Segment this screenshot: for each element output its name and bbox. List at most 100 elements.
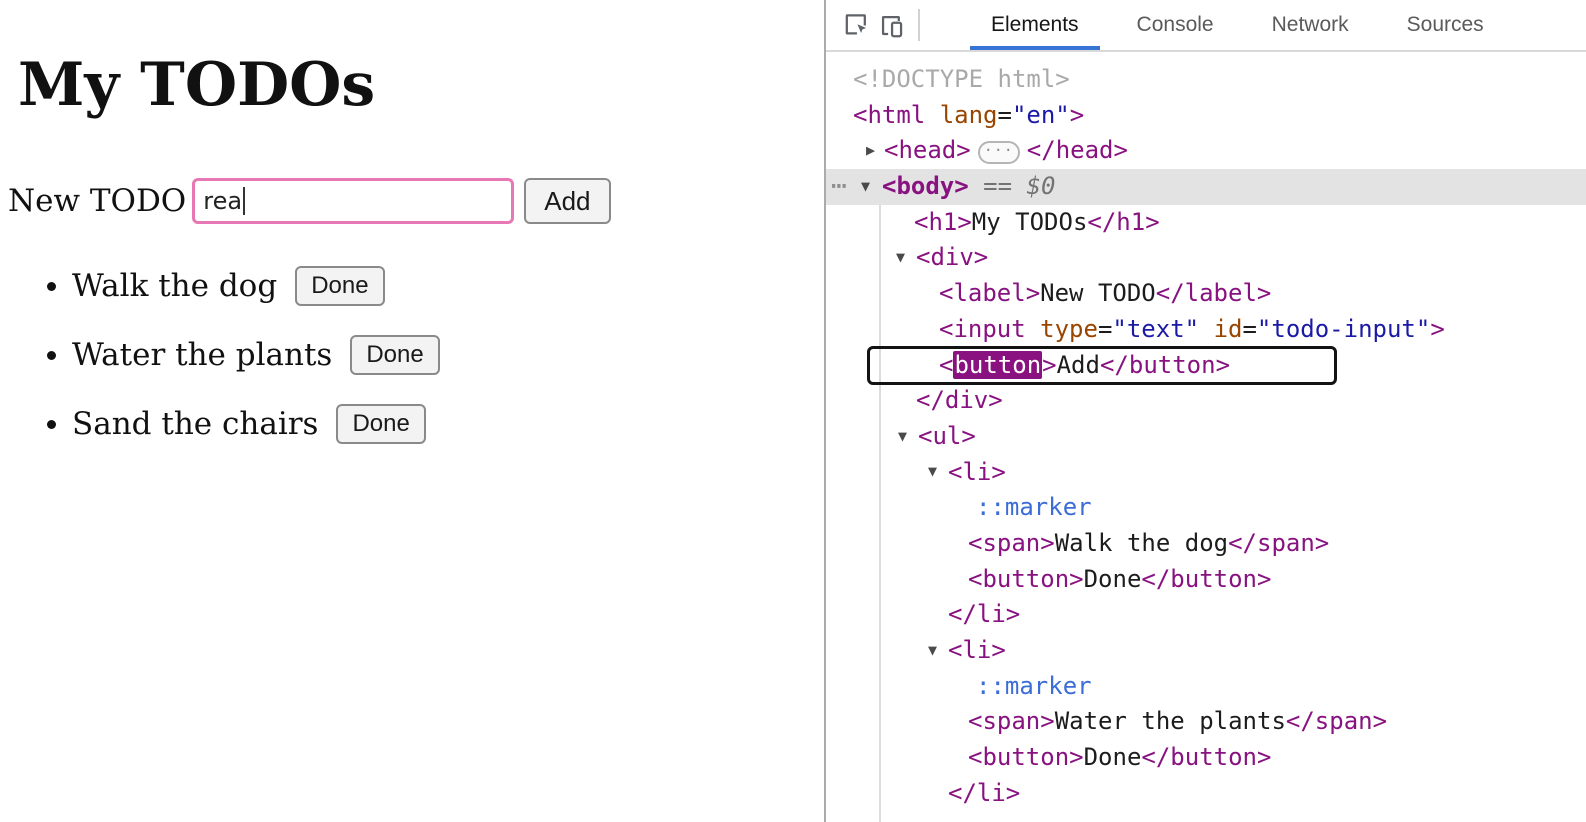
new-todo-label: New TODO — [8, 183, 187, 219]
collapsed-content-ellipsis-icon[interactable]: ··· — [977, 141, 1020, 165]
code-segment: </span> — [1285, 707, 1388, 736]
active-tab-underline — [970, 46, 1100, 50]
code-segment: </label> — [1155, 279, 1272, 308]
code-segment: <span> — [968, 707, 1055, 736]
code-segment: <li> — [948, 457, 1006, 486]
devtools-toolbar: Elements Console Network Sources — [826, 0, 1586, 52]
dom-tree-line-marker-2[interactable]: ::marker — [826, 669, 1586, 705]
code-segment: > — [1042, 350, 1057, 379]
code-segment: Done — [1083, 564, 1142, 593]
code-segment: <html — [853, 100, 940, 129]
code-segment: = — [997, 100, 1012, 129]
code-segment: </h1> — [1087, 207, 1160, 236]
dom-tree-line-button-add-node[interactable]: <button>Add</button> — [826, 345, 1586, 385]
code-segment: </button> — [1141, 743, 1272, 772]
dom-tree-line-h1-node[interactable]: <h1>My TODOs</h1> — [826, 205, 1586, 241]
dom-tree-line-head-collapsed[interactable]: ▶ <head>···</head> — [826, 133, 1586, 169]
code-segment: <li> — [948, 636, 1006, 664]
code-segment: <body> — [882, 172, 969, 201]
code-segment: </li> — [948, 778, 1021, 807]
dom-tree-line-ul-open[interactable]: ▼ <ul> — [826, 419, 1586, 455]
code-segment: <div> — [916, 243, 989, 272]
inspect-element-icon[interactable] — [840, 8, 874, 42]
tree-indent-guide — [879, 200, 881, 822]
code-segment: "todo-input" — [1256, 314, 1431, 343]
code-segment — [1199, 315, 1213, 343]
expand-arrow-down-icon[interactable]: ▼ — [928, 640, 938, 659]
dom-tree-line-marker-1[interactable]: ::marker — [826, 490, 1586, 526]
dom-tree-line-li-open-1[interactable]: ▼ <li> — [826, 455, 1586, 491]
code-segment: Walk the dog — [1054, 528, 1229, 557]
code-segment: "en" — [1011, 100, 1070, 129]
code-segment: </button> — [1141, 564, 1272, 593]
code-segment: id — [1213, 314, 1243, 343]
code-segment: = — [1242, 314, 1257, 343]
done-button[interactable]: Done — [336, 404, 426, 444]
dom-tree-line-li-close-1[interactable]: </li> — [826, 597, 1586, 633]
code-segment: <button> — [968, 564, 1084, 593]
done-button[interactable]: Done — [350, 335, 440, 375]
devtools-panel: Elements Console Network Sources <!DOCTYPE … — [824, 0, 1586, 822]
dom-tree-line-body-open[interactable]: ⋯▼<body> == $0 — [826, 169, 1586, 205]
code-segment: Water the plants — [1054, 707, 1286, 736]
code-segment: <ul> — [918, 421, 976, 450]
expand-arrow-down-icon[interactable]: ▼ — [898, 426, 908, 445]
expand-arrow-down-icon[interactable]: ▼ — [861, 177, 871, 196]
node-menu-dots-icon[interactable]: ⋯ — [831, 171, 847, 202]
device-toolbar-icon[interactable] — [874, 8, 908, 42]
done-button[interactable]: Done — [295, 266, 385, 306]
todo-item-text: Walk the dog — [72, 268, 278, 304]
dom-tree-line-li-open-2[interactable]: ▼ <li> — [826, 633, 1586, 669]
page-title: My TODOs — [18, 50, 376, 120]
tab-label: Console — [1136, 13, 1214, 36]
code-segment: > — [1430, 314, 1445, 343]
code-segment: </button> — [1099, 350, 1231, 379]
code-segment: = — [1097, 314, 1113, 343]
code-segment: <head> — [884, 136, 971, 165]
tab-label: Network — [1271, 13, 1349, 36]
dom-tree-line-html-open[interactable]: <html lang="en"> — [826, 98, 1586, 134]
devtools-tabs: Elements Console Network Sources — [962, 0, 1513, 50]
dom-tree-line-input-node[interactable]: <input type="text" id="todo-input"> — [826, 312, 1586, 348]
code-segment: < — [939, 350, 954, 379]
dom-tree-line-div-close[interactable]: </div> — [826, 383, 1586, 419]
new-todo-form: New TODO rea Add — [8, 178, 824, 224]
code-segment: <!DOCTYPE html> — [853, 65, 1070, 93]
tab-label: Elements — [991, 13, 1079, 36]
code-segment: Add — [1056, 350, 1100, 379]
tab-label: Sources — [1406, 13, 1484, 36]
elements-dom-tree: <!DOCTYPE html><html lang="en">▶<head>··… — [826, 52, 1586, 822]
todo-item: Walk the dog Done — [72, 266, 824, 306]
code-segment: Done — [1083, 743, 1142, 772]
expand-arrow-right-icon[interactable]: ▶ — [866, 141, 876, 160]
tab-network[interactable]: Network — [1243, 0, 1378, 50]
dom-tree-line-label-node[interactable]: <label>New TODO</label> — [826, 276, 1586, 312]
expand-arrow-down-icon[interactable]: ▼ — [928, 462, 938, 481]
code-segment: </span> — [1228, 528, 1330, 557]
todo-app-page: My TODOs New TODO rea Add Walk the dogDo… — [0, 0, 824, 822]
code-segment: <input — [939, 314, 1041, 343]
todo-list: Walk the dogDoneWater the plantsDoneSand… — [0, 266, 824, 444]
code-segment: type — [1040, 314, 1098, 343]
toolbar-divider — [918, 9, 920, 41]
tab-sources[interactable]: Sources — [1378, 0, 1513, 50]
tab-elements[interactable]: Elements — [962, 0, 1108, 50]
dom-tree-line-span-node-2[interactable]: <span>Water the plants</span> — [826, 704, 1586, 740]
expand-arrow-down-icon[interactable]: ▼ — [896, 248, 906, 267]
tab-console[interactable]: Console — [1108, 0, 1243, 50]
dom-tree-line-button-done-2[interactable]: <button>Done</button> — [826, 740, 1586, 776]
dom-tree-line-span-node-1[interactable]: <span>Walk the dog</span> — [826, 526, 1586, 562]
dom-tree-line-button-done-1[interactable]: <button>Done</button> — [826, 562, 1586, 598]
dom-tree-line-div-open[interactable]: ▼ <div> — [826, 240, 1586, 276]
add-button[interactable]: Add — [524, 178, 611, 224]
code-segment: <h1> — [914, 207, 972, 236]
dom-tree-line-doctype[interactable]: <!DOCTYPE html> — [826, 62, 1586, 98]
new-todo-input[interactable]: rea — [192, 178, 515, 224]
dom-tree-line-li-close-2[interactable]: </li> — [826, 776, 1586, 812]
code-segment: </head> — [1026, 136, 1128, 165]
code-segment: lang — [939, 100, 998, 129]
code-segment: ::marker — [976, 493, 1092, 522]
code-segment: $0 — [1026, 172, 1056, 201]
